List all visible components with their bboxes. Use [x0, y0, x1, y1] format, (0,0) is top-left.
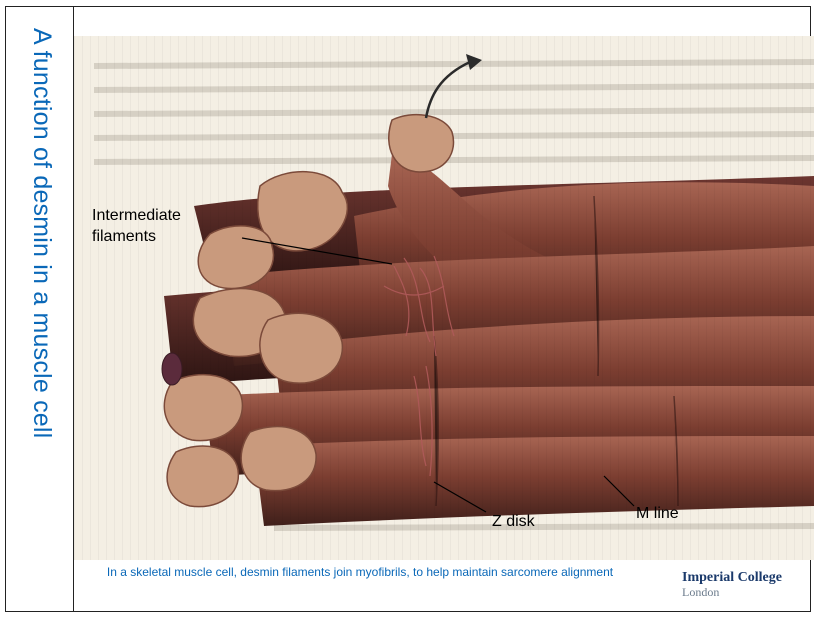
slide-caption: In a skeletal muscle cell, desmin filame… — [100, 565, 620, 580]
label-z-disk: Z disk — [492, 513, 536, 530]
logo-line2: London — [682, 585, 812, 599]
slide-title: A function of desmin in a muscle cell — [16, 28, 56, 588]
logo-line1: Imperial College — [682, 570, 812, 585]
imperial-college-logo: Imperial College London — [682, 570, 812, 599]
label-m-line: M line — [636, 505, 679, 522]
small-vessel — [162, 353, 182, 385]
muscle-cell-drawing: Intermediate filaments Z disk M line — [74, 36, 814, 560]
label-intermediate-filaments-line1: Intermediate — [92, 207, 181, 224]
muscle-illustration: Intermediate filaments Z disk M line — [74, 36, 814, 560]
label-intermediate-filaments-line2: filaments — [92, 228, 156, 245]
